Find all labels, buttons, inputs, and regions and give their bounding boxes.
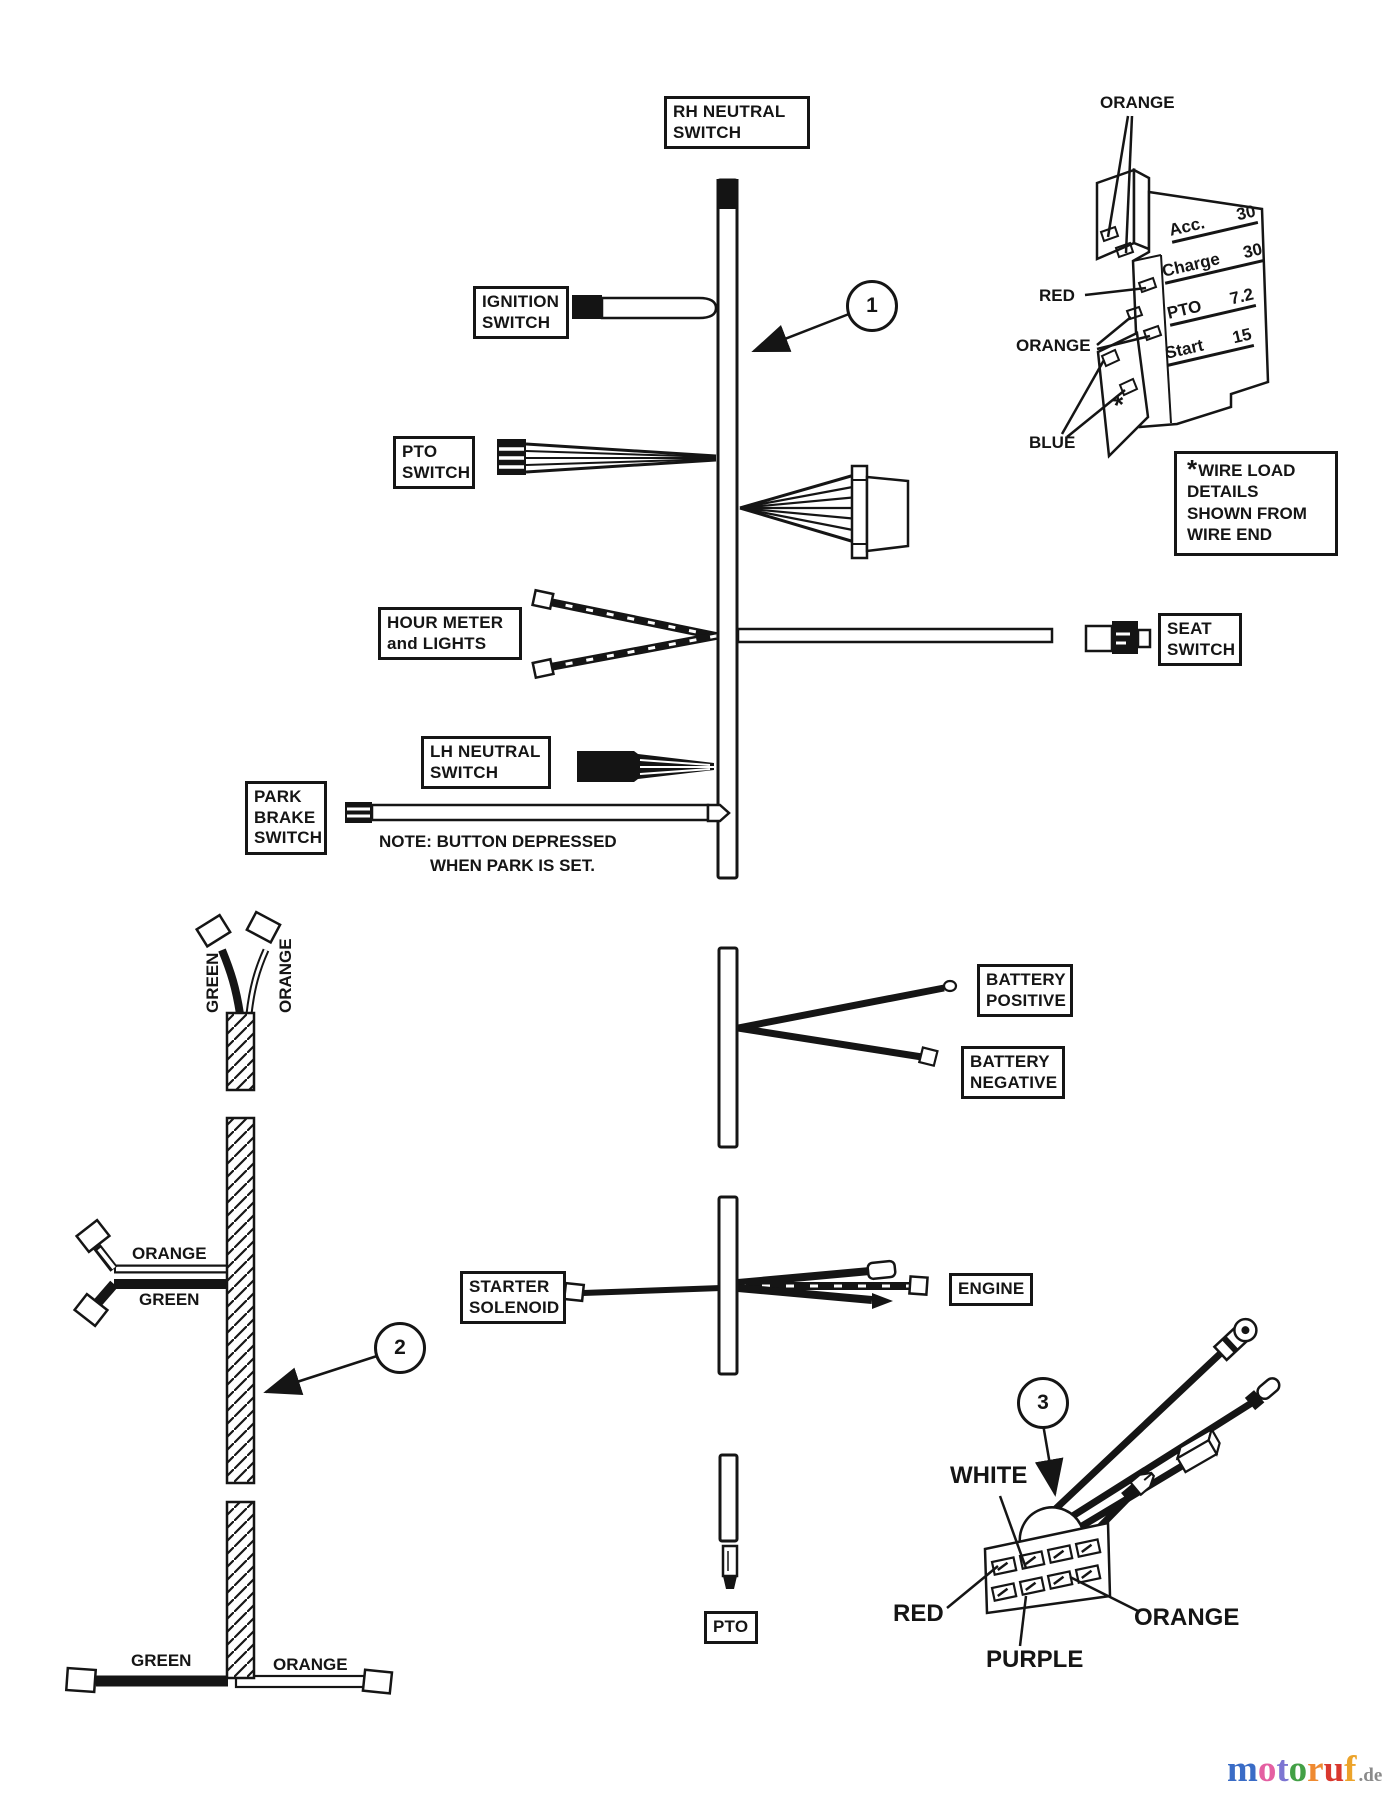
park-note-line2: WHEN PARK IS SET.	[430, 856, 595, 875]
connector3-slots	[990, 1538, 1102, 1603]
starter-segment	[562, 1195, 929, 1376]
green-flag-terminal-icon	[72, 1292, 110, 1328]
harness2-bar-mid	[225, 1116, 256, 1485]
harness2-green-mid-label: GREEN	[139, 1290, 200, 1309]
main-connector-fan	[739, 472, 859, 545]
orange-flag-terminal-icon	[74, 1218, 112, 1254]
second-harness	[64, 910, 394, 1695]
park-brake-tip-icon	[706, 803, 731, 823]
key-connector-icon	[1212, 1317, 1258, 1362]
pto-label: PTO	[704, 1611, 758, 1644]
green-flag-terminal-icon	[194, 913, 232, 949]
battery-negative-terminal-icon	[917, 1046, 939, 1068]
pto-plug-icon	[721, 1544, 739, 1589]
connector3-assembly	[946, 1317, 1281, 1647]
fuse-wire-blue-label: BLUE	[1029, 433, 1076, 452]
connector3-purple-label: PURPLE	[986, 1646, 1084, 1673]
harness2-green-top-label: GREEN	[203, 952, 222, 1013]
main-harness-cap	[716, 179, 739, 209]
starter-harness-bar	[717, 1195, 739, 1376]
orange-flag-terminal-icon	[245, 910, 282, 945]
connector3-white-label: WHITE	[950, 1462, 1028, 1489]
pto-harness-bar	[718, 1453, 739, 1543]
engine-wire-tip-icon	[872, 1293, 893, 1309]
park-brake-wire	[345, 802, 710, 823]
ignition-switch-label: IGNITION SWITCH	[473, 286, 569, 340]
hour-meter-wires	[531, 588, 717, 680]
fuse-wire-orange-top-label: ORANGE	[1100, 93, 1175, 112]
battery-positive-terminal-icon	[942, 979, 958, 993]
harness2-bar-bottom	[225, 1500, 256, 1680]
starter-connector-icon	[562, 1281, 586, 1303]
harness2-green-bottom-label: GREEN	[131, 1651, 192, 1670]
orange-flag-terminal-icon	[361, 1668, 394, 1695]
hour-meter-label: HOUR METER and LIGHTS	[378, 607, 522, 661]
seat-switch-label: SEAT SWITCH	[1158, 613, 1242, 667]
fuse-block	[1060, 115, 1270, 459]
pto-segment	[718, 1453, 739, 1589]
starter-solenoid-label: STARTER SOLENOID	[460, 1271, 566, 1325]
engine-label: ENGINE	[949, 1273, 1034, 1306]
bullet-connector-icon	[1244, 1377, 1281, 1411]
callout-2: 2	[374, 1322, 426, 1374]
rect-connector-icon	[1175, 1426, 1221, 1474]
main-plug-connector-icon	[850, 464, 910, 560]
lh-neutral-connector-icon	[577, 751, 714, 782]
battery-harness-bar	[717, 946, 739, 1149]
logo-suffix: .de	[1358, 1765, 1383, 1786]
main-harness	[345, 178, 1152, 880]
harness2-orange-top-label: ORANGE	[276, 938, 295, 1013]
battery-positive-label: BATTERY POSITIVE	[977, 964, 1073, 1018]
lh-neutral-switch-label: LH NEUTRAL SWITCH	[421, 736, 551, 790]
rh-neutral-switch-label: RH NEUTRAL SWITCH	[664, 96, 810, 150]
battery-segment	[717, 946, 958, 1149]
park-note-line1: NOTE: BUTTON DEPRESSED	[379, 832, 617, 851]
spade-terminal-icon	[1121, 1471, 1156, 1503]
pto-switch-connector-icon	[497, 439, 526, 475]
green-flag-terminal-icon	[64, 1666, 98, 1694]
harness2-orange-bottom-label: ORANGE	[273, 1655, 348, 1674]
ignition-connector-icon	[572, 295, 602, 319]
park-brake-switch-label: PARK BRAKE SWITCH	[245, 781, 327, 856]
battery-negative-label: BATTERY NEGATIVE	[961, 1046, 1065, 1100]
callout-1: 1	[846, 280, 898, 332]
main-harness-bar	[716, 178, 739, 880]
connector3-orange-label: ORANGE	[1134, 1604, 1240, 1631]
pto-switch-label: PTO SWITCH	[393, 436, 475, 490]
asterisk-icon: *	[1187, 454, 1198, 484]
wire-load-note: *WIRE LOAD DETAILS SHOWN FROM WIRE END	[1174, 451, 1338, 556]
harness2-bar-top	[225, 1011, 256, 1092]
harness2-orange-mid-label: ORANGE	[132, 1244, 207, 1263]
callout-3: 3	[1017, 1377, 1069, 1429]
engine-connector-top-icon	[866, 1259, 897, 1281]
fuse-wire-red-label: RED	[1039, 286, 1075, 305]
fuse-wire-orange-mid-label: ORANGE	[1016, 336, 1091, 355]
connector3-red-label: RED	[893, 1600, 944, 1627]
engine-connector-mid-icon	[908, 1275, 929, 1296]
seat-switch-connector-icon	[1084, 621, 1152, 654]
